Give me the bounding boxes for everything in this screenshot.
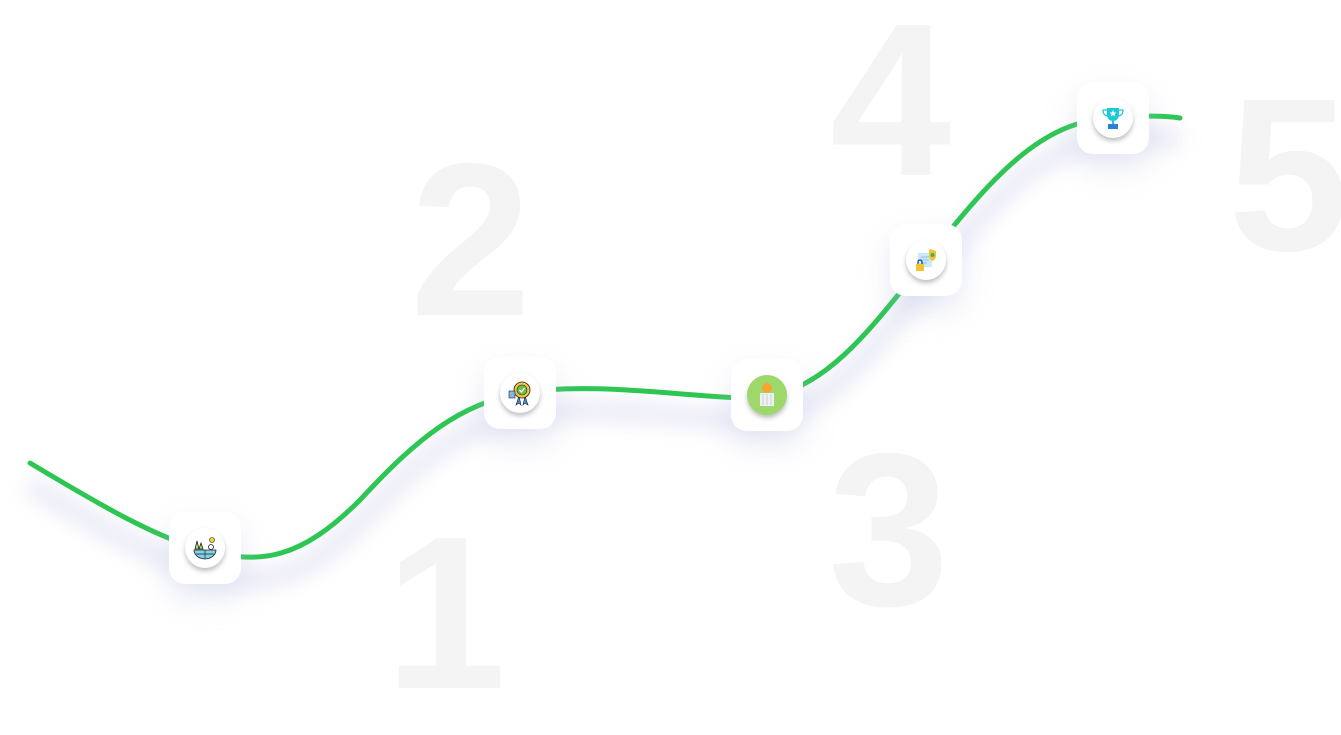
coin-pillar-icon — [747, 375, 787, 415]
award-badge-icon — [500, 373, 540, 413]
trophy-icon — [1093, 98, 1133, 138]
step-number-2: 2 — [410, 119, 532, 362]
step-number-3: 3 — [828, 409, 950, 652]
step-number-4: 4 — [830, 0, 952, 222]
step-number-1: 1 — [385, 492, 507, 735]
step-node-4[interactable] — [890, 224, 962, 296]
step-node-1[interactable] — [169, 512, 241, 584]
step-node-3[interactable] — [731, 359, 803, 431]
secure-document-icon — [906, 240, 946, 280]
eco-globe-icon — [185, 528, 225, 568]
step-node-2[interactable] — [484, 357, 556, 429]
step-node-5[interactable] — [1077, 82, 1149, 154]
step-number-5: 5 — [1228, 54, 1341, 297]
